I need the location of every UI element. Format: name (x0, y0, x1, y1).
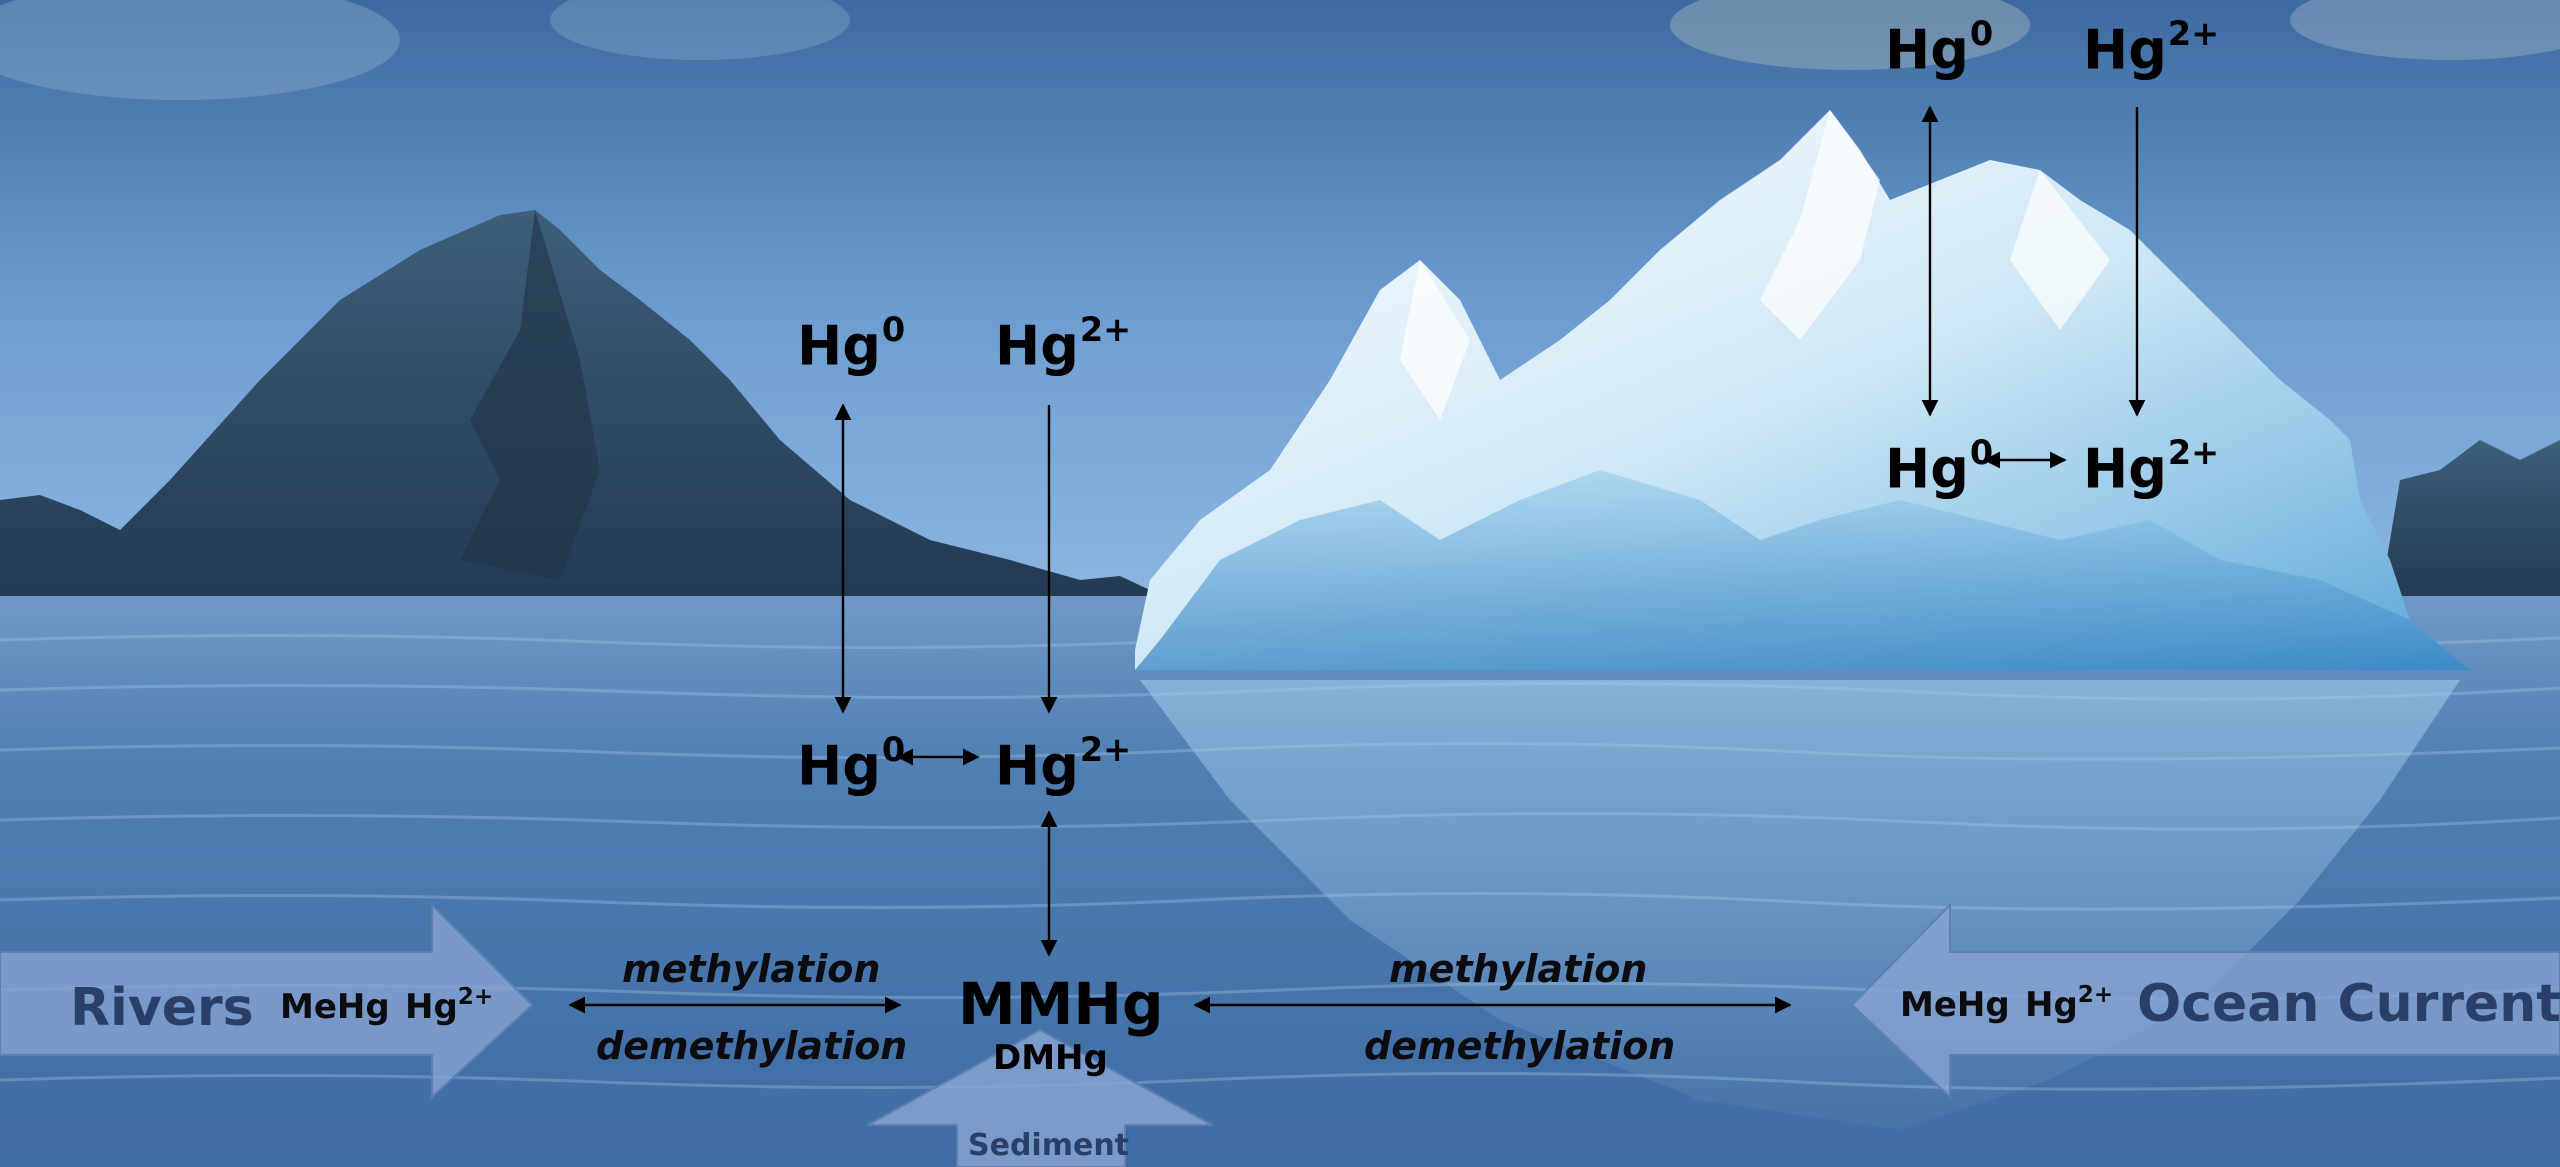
label-sup: 2+ (1080, 730, 1131, 769)
methylation-left: methylation (622, 950, 880, 988)
atmosphere-hg0-right: Hg0 (1885, 17, 1993, 77)
ocean-hg2: Hg2+ (2025, 984, 2113, 1022)
atmosphere-hg2-right: Hg2+ (2083, 17, 2219, 77)
label-text: Hg (995, 314, 1079, 377)
label-sup: 2+ (1080, 310, 1131, 349)
water-hg0: Hg0 (797, 733, 905, 793)
label-text: Hg (405, 987, 458, 1027)
rivers-hg2: Hg2+ (405, 986, 493, 1024)
label-text: Hg (797, 734, 881, 797)
demethylation-right: demethylation (1364, 1027, 1675, 1065)
water-hg2: Hg2+ (995, 733, 1131, 793)
label-sup: 0 (1970, 433, 1993, 472)
label-text: Hg (797, 314, 881, 377)
label-sup: 0 (882, 730, 905, 769)
mmhg-label: MMHg (958, 975, 1164, 1033)
ocean-mehg: MeHg (1900, 988, 2010, 1022)
label-sup: 2+ (458, 984, 493, 1010)
methylation-right: methylation (1389, 950, 1647, 988)
dmhg-label: DMHg (993, 1041, 1108, 1075)
label-sup: 0 (882, 310, 905, 349)
sediment-label: Sediment (968, 1131, 1129, 1161)
rivers-mehg: MeHg (280, 990, 390, 1024)
label-text: Hg (1885, 437, 1969, 500)
atmosphere-hg2-left: Hg2+ (995, 313, 1131, 373)
demethylation-left: demethylation (596, 1027, 907, 1065)
label-text: Hg (2083, 437, 2167, 500)
label-text: Hg (1885, 18, 1969, 81)
label-text: Hg (2083, 18, 2167, 81)
label-sup: 2+ (2168, 14, 2219, 53)
atmosphere-hg0-left: Hg0 (797, 313, 905, 373)
label-sup: 2+ (2078, 982, 2113, 1008)
label-text: Hg (2025, 985, 2078, 1025)
iceberg-hg0: Hg0 (1885, 436, 1993, 496)
label-text: Hg (995, 734, 1079, 797)
label-sup: 0 (1970, 14, 1993, 53)
iceberg-hg2: Hg2+ (2083, 436, 2219, 496)
label-sup: 2+ (2168, 433, 2219, 472)
rivers-label: Rivers (70, 982, 254, 1034)
ocean-current-label: Ocean Current (2137, 978, 2560, 1030)
